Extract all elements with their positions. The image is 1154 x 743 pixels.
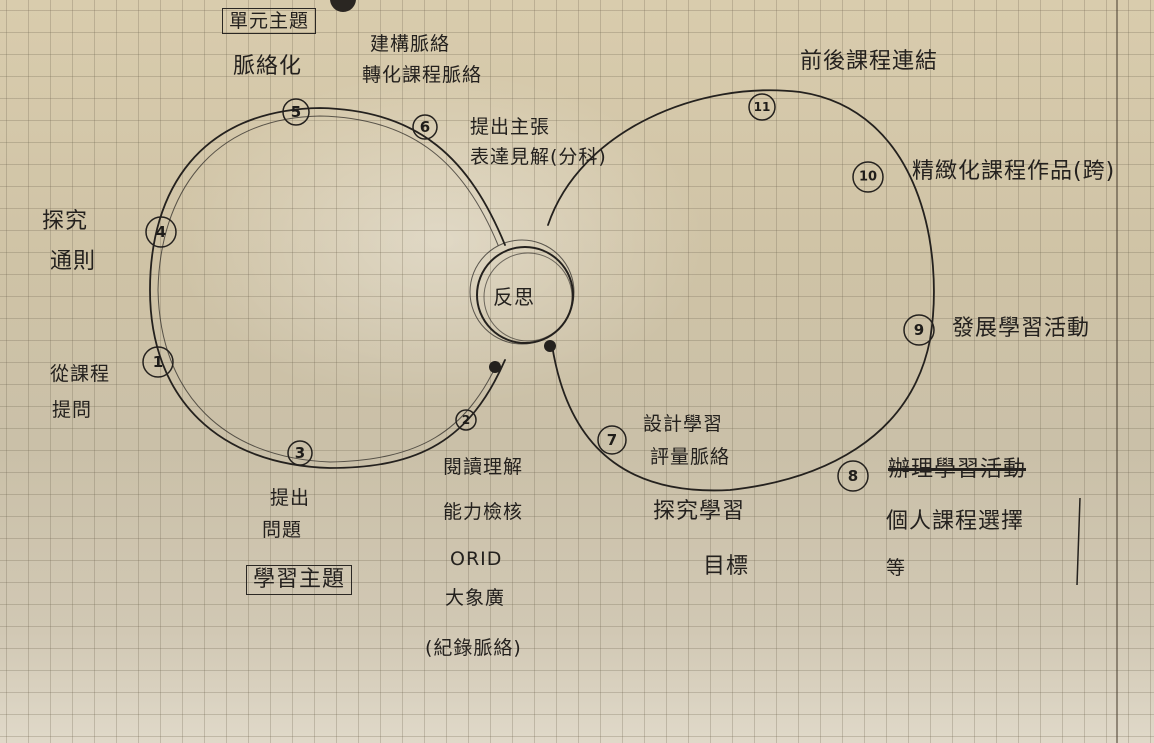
label-7-line1: 設計學習 [643,413,724,435]
label-4-line2: 通則 [50,249,97,274]
label-3-boxed: 學習主題 [246,565,353,595]
label-3-line1: 提出 [270,487,311,509]
margin-line [1116,0,1118,743]
node-number-5: 5 [290,103,302,121]
node-number-4: 4 [155,223,167,241]
node-number-7: 7 [606,431,618,449]
label-1-line2: 提問 [52,399,93,421]
right-loop [547,89,935,492]
label-6-right-1: 提出主張 [470,116,551,138]
node-circle-6 [412,114,438,140]
label-7-line4: 目標 [703,554,750,579]
node-circle-2 [455,409,477,431]
left-loop [149,107,506,469]
label-7-line2: 評量脈絡 [650,446,731,468]
node-circle-8 [837,460,869,492]
center-label: 反思 [493,285,535,309]
label-10: 精緻化課程作品(跨) [912,159,1116,184]
label-2-line1: 閱讀理解 [443,456,524,478]
label-2-line2: 能力檢核 [443,501,524,523]
label-4-line1: 探究 [42,209,89,234]
label-6-top: 建構脈絡 [370,33,451,55]
label-8-struck: 辦理學習活動 [888,457,1027,482]
node-number-10: 10 [858,169,878,185]
node-circle-9 [903,314,935,346]
left-loop-trace [157,115,499,463]
label-8-line1: 個人課程選擇 [886,509,1025,534]
node-number-3: 3 [294,444,306,462]
label-6-right-2: 表達見解(分科) [470,146,607,168]
ink-blot [330,0,356,12]
label-6-bottom: 轉化課程脈絡 [362,64,483,86]
node-circle-7 [597,425,627,455]
label-5: 脈絡化 [233,54,303,79]
node-circle-10 [852,161,884,193]
center-circle-trace-2 [483,252,573,342]
node-number-9: 9 [913,321,925,339]
node-circle-4 [145,216,177,248]
label-9: 發展學習活動 [952,316,1091,341]
junction-dot [544,340,556,352]
node-number-1: 1 [152,353,164,371]
label-11: 前後課程連結 [800,49,939,74]
label-5-boxed: 單元主題 [222,8,317,34]
node-circle-3 [287,440,313,466]
node-circle-11 [748,93,776,121]
node-number-2: 2 [461,413,471,427]
node-circle-5 [282,98,310,126]
edge-stroke [1076,497,1081,586]
label-8-line2: 等 [886,557,907,579]
label-1-line1: 從課程 [50,363,111,385]
junction-dot [489,361,501,373]
label-2-line5: (紀錄脈絡) [425,637,522,659]
center-circle-trace [469,239,575,345]
center-circle [476,246,574,344]
label-7-line3: 探究學習 [653,499,746,524]
label-2-line3: ORID [450,548,503,570]
label-3-line2: 問題 [262,519,303,541]
node-number-11: 11 [753,100,771,114]
node-number-6: 6 [419,118,431,136]
node-circle-1 [142,346,174,378]
label-2-line4: 大象廣 [445,587,506,609]
node-number-8: 8 [847,467,859,485]
